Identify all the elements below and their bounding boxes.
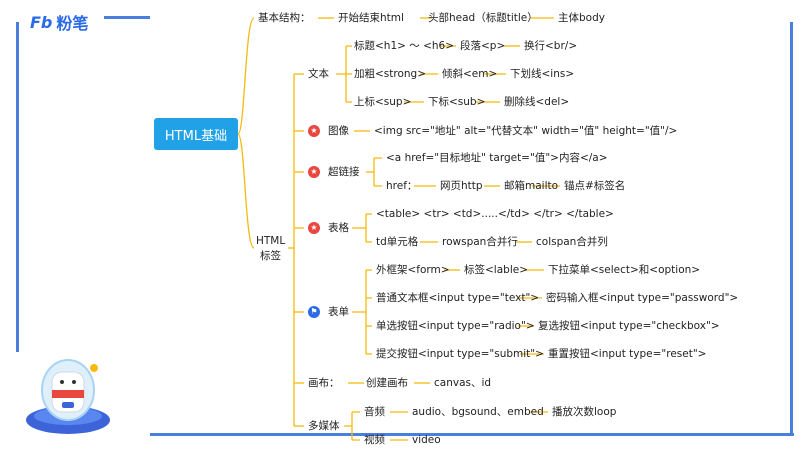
href-label: href： [386,180,418,192]
star-badge-icon: ★ [308,166,320,178]
td-item: rowspan合并行 [442,236,518,248]
link-label: 超链接 [328,166,360,178]
text-item: 下划线<ins> [510,68,575,80]
basic-item: 头部head（标题title） [428,12,538,24]
frame-right-bar [790,22,793,434]
text-item: 倾斜<em> [442,68,498,80]
table-code: <table> <tr> <td>.....</td> </tr> </tabl… [376,208,614,220]
audio-item: audio、bgsound、embed [412,406,544,418]
href-item: 邮箱mailto [504,180,559,192]
audio-label: 音频 [364,406,385,418]
form-item: 密码输入框<input type="password"> [546,292,739,304]
basic-item: 主体body [558,12,605,24]
frame-top-bar [104,16,150,19]
text-item: 换行<br/> [524,40,578,52]
text-item: 下标<sub> [428,96,486,108]
root-node: HTML基础 [154,118,238,150]
form-item: 重置按钮<input type="reset"> [548,348,707,360]
form-item: 普通文本框<input type="text"> [376,292,540,304]
text-item: 段落<p> [460,40,506,52]
video-label: 视频 [364,434,385,446]
video-item: video [412,434,441,446]
text-item: 删除线<del> [504,96,570,108]
logo-mark: Fb [30,12,53,32]
frame-bottom-bar [150,433,794,436]
form-item: 复选按钮<input type="checkbox"> [538,320,720,332]
frame-left-bar [16,22,19,352]
audio-item: 播放次数loop [552,406,617,418]
text-item: 加粗<strong> [354,68,427,80]
tags-label-line1: HTML [256,235,286,247]
text-item: 上标<sup> [354,96,412,108]
table-label: 表格 [328,222,349,234]
basic-item: 开始结束html [338,12,404,24]
href-item: 网页http [440,180,483,192]
text-item: 标题<h1> ～ <h6> [354,40,455,52]
basic-label: 基本结构： [258,12,311,24]
brand-logo: Fb 粉笔 [30,10,88,34]
star-badge-icon: ★ [308,125,320,137]
form-item: 提交按钮<input type="submit"> [376,348,544,360]
star-badge-icon: ★ [308,222,320,234]
form-item: 单选按钮<input type="radio"> [376,320,535,332]
canvas-label: 画布： [308,377,340,389]
td-item: colspan合并列 [536,236,608,248]
form-item: 下拉菜单<select>和<option> [548,264,701,276]
form-item: 标签<lable> [464,264,528,276]
logo-text: 粉笔 [56,14,89,33]
canvas-item: canvas、id [434,377,492,389]
canvas-item: 创建画布 [366,377,408,389]
td-label: td单元格 [376,236,419,248]
flag-badge-icon: ⚑ [308,306,320,318]
media-label: 多媒体 [308,420,340,432]
form-label: 表单 [328,306,349,318]
text-label: 文本 [308,68,329,80]
image-code: <img src="地址" alt="代替文本" width="值" heigh… [374,125,678,137]
form-item: 外框架<form> [376,264,450,276]
mascot-illustration [26,359,110,434]
image-label: 图像 [328,125,349,137]
tags-label-line2: 标签 [260,250,281,262]
href-item: 锚点#标签名 [564,180,626,192]
link-code: <a href="目标地址" target="值">内容</a> [386,152,608,164]
